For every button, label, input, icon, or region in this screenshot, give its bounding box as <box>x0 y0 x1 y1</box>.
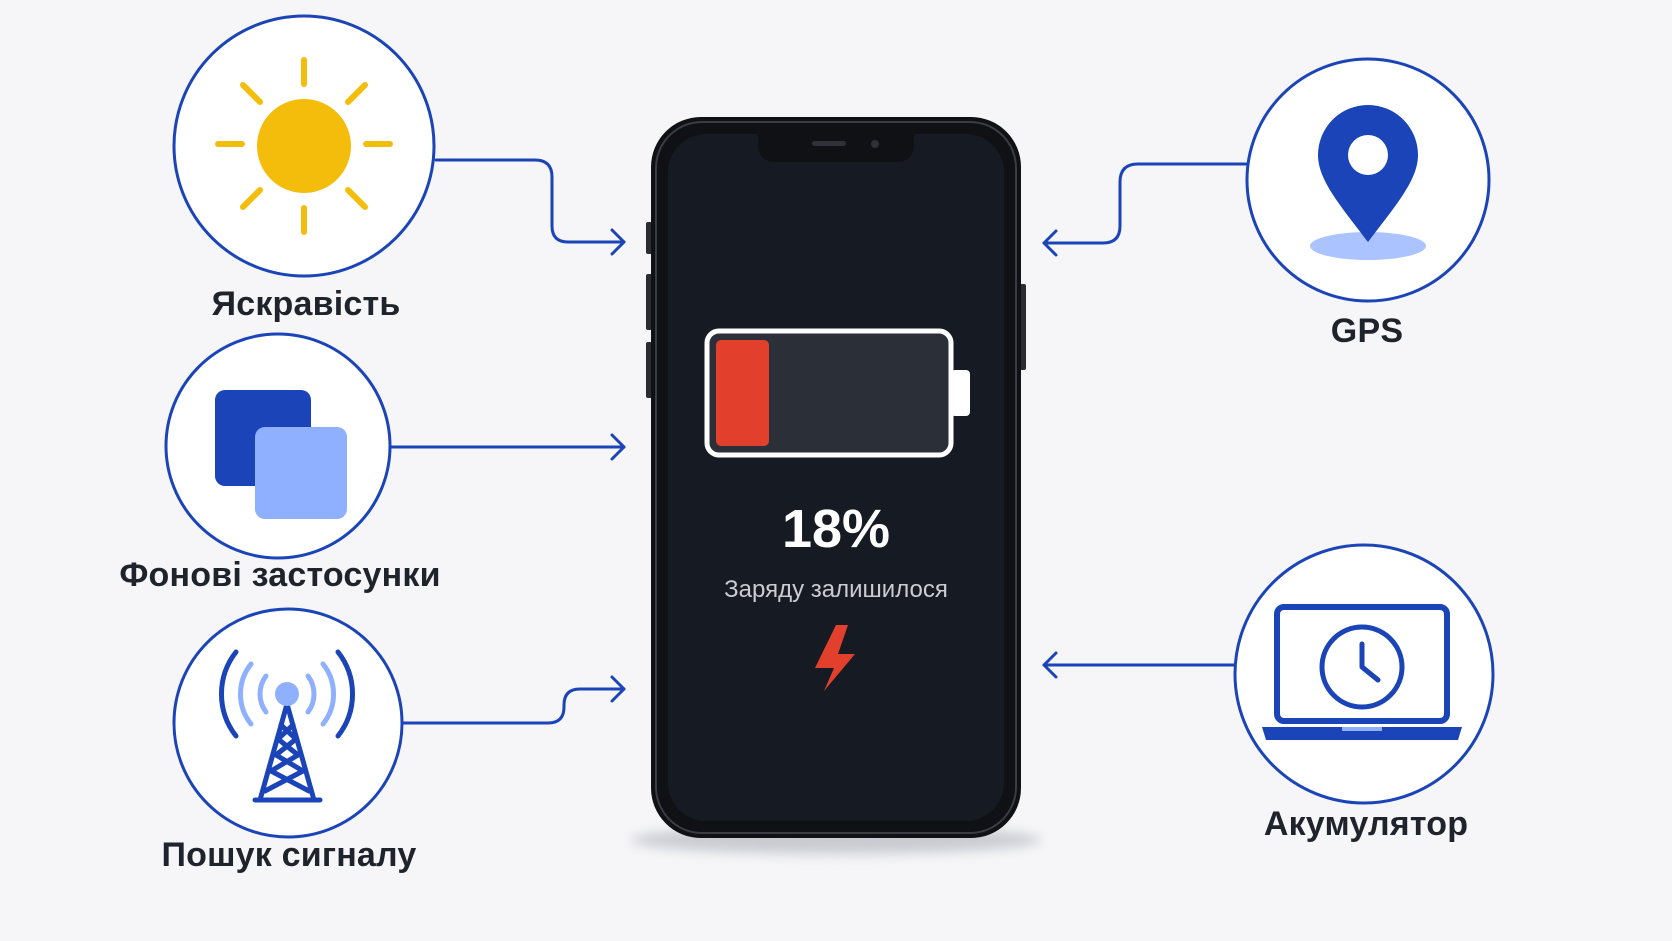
arrowhead-signal-search <box>610 675 626 703</box>
phone-button-left-2 <box>646 274 652 330</box>
connector-signal-search <box>400 687 626 725</box>
connector-brightness <box>434 158 626 244</box>
laptop-base <box>1262 727 1462 740</box>
battery-icon <box>704 328 970 458</box>
window-front <box>255 427 347 519</box>
arrowhead-brightness <box>610 228 626 256</box>
sun-icon <box>215 57 393 235</box>
label-battery-age: Акумулятор <box>1263 805 1469 843</box>
phone-button-left-3 <box>646 342 652 398</box>
arrowhead-battery-age <box>1042 651 1058 679</box>
pin-shadow <box>1310 232 1426 260</box>
laptop-clock-icon <box>1262 604 1462 740</box>
phone-frame-highlight <box>655 121 1017 834</box>
tower-top <box>275 682 299 706</box>
phone-speaker <box>812 141 846 146</box>
label-background-apps: Фонові застосунки <box>119 556 441 594</box>
laptop-notch <box>1342 727 1382 731</box>
battery-level-fill <box>716 340 769 446</box>
label-gps: GPS <box>1330 312 1404 350</box>
label-brightness: Яскравість <box>211 285 401 323</box>
pin-hole <box>1348 135 1388 175</box>
battery-status-text: Заряду залишилося <box>724 576 948 603</box>
lightning-bolt-icon <box>815 625 855 691</box>
stacked-windows-icon <box>215 390 347 519</box>
phone-button-right <box>1020 284 1026 370</box>
connector-gps <box>1042 162 1248 245</box>
clock-face <box>1319 624 1405 710</box>
battery-tip <box>951 370 970 416</box>
phone-camera <box>871 140 879 148</box>
location-pin-icon <box>1310 105 1426 260</box>
label-signal-search: Пошук сигналу <box>161 836 417 874</box>
arrowhead-background-apps <box>610 433 626 461</box>
phone-button-left-1 <box>646 222 652 254</box>
signal-search-circle <box>172 607 404 839</box>
clock-hands <box>1359 641 1381 683</box>
phone-screen <box>668 134 1004 821</box>
phone-notch <box>758 134 914 162</box>
cell-tower-icon <box>218 649 356 803</box>
phone <box>631 117 1041 854</box>
sun-disc <box>257 99 351 193</box>
battery-percent: 18% <box>781 499 891 559</box>
connectors <box>388 158 1248 725</box>
arrowhead-gps <box>1042 229 1058 257</box>
